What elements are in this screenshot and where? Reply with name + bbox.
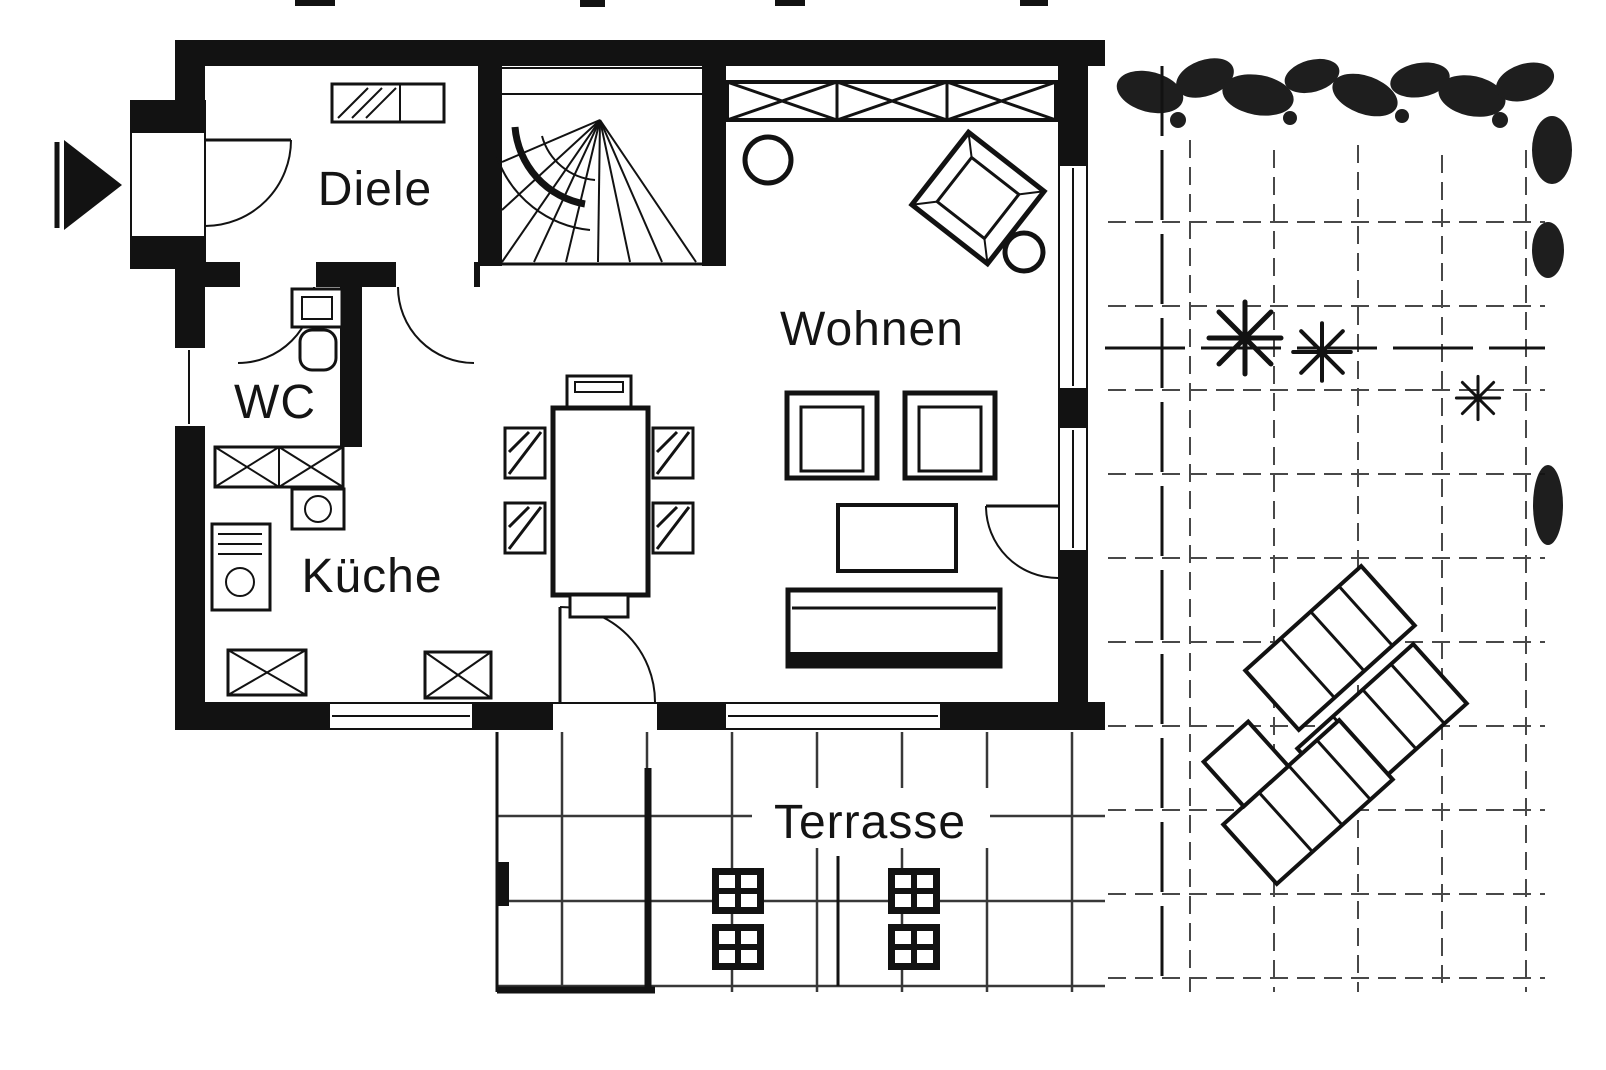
hedge-icon xyxy=(1116,58,1572,545)
room-label-terrasse: Terrasse xyxy=(774,796,966,849)
windows-and-openings xyxy=(171,133,1086,730)
wc-fixtures xyxy=(290,287,346,531)
room-label-wc: WC xyxy=(234,376,316,429)
terrace-mark xyxy=(497,862,509,906)
room-label-kueche: Küche xyxy=(301,550,442,603)
stool-icon xyxy=(742,134,794,186)
house: Diele WC Küche Wohnen xyxy=(171,40,1105,730)
stove-icon xyxy=(210,522,272,612)
terrace-seating xyxy=(712,856,940,986)
corner-table xyxy=(908,128,1048,268)
sofa xyxy=(785,587,1003,669)
entrance xyxy=(54,100,206,269)
wohnen-side-door xyxy=(985,504,1059,579)
terrace-label-bg xyxy=(752,788,990,848)
garden-loungers xyxy=(1200,563,1470,887)
dining-chair xyxy=(503,426,547,480)
door-swings xyxy=(204,138,1059,703)
porch-wall-top xyxy=(131,101,205,133)
plant-icon xyxy=(1206,299,1502,422)
diele-radiator xyxy=(330,82,446,124)
sideboard-hatch xyxy=(725,80,1058,122)
porch-wall-bottom xyxy=(131,236,205,268)
dining-chair xyxy=(651,501,695,555)
living-furniture xyxy=(742,128,1048,669)
terrace-chair xyxy=(888,924,940,970)
dining-set xyxy=(503,374,695,619)
room-label-wohnen: Wohnen xyxy=(780,303,964,356)
stool-icon xyxy=(1002,230,1046,274)
terrace-chair xyxy=(888,868,940,914)
terrace-area: Terrasse xyxy=(495,732,1105,994)
entrance-arrow-icon xyxy=(64,140,122,230)
wc-counter-hatch xyxy=(213,445,345,489)
hatched-builtins xyxy=(213,80,1058,700)
dining-chair xyxy=(651,426,695,480)
terrace-chair xyxy=(712,868,764,914)
kitchen-door xyxy=(397,286,475,364)
scan-artifacts xyxy=(295,0,1048,7)
kitchen-radiator xyxy=(226,648,308,697)
dining-chair xyxy=(503,501,547,555)
terrace-chair xyxy=(712,924,764,970)
entrance-door xyxy=(204,138,292,227)
armchair xyxy=(902,390,998,481)
garden-area xyxy=(1105,58,1572,992)
side-table xyxy=(1200,718,1292,810)
kitchen-window-hatch xyxy=(423,650,493,700)
room-label-diele: Diele xyxy=(318,163,432,216)
armchair xyxy=(784,390,880,481)
staircase xyxy=(496,67,702,266)
coffee-table xyxy=(836,503,958,573)
